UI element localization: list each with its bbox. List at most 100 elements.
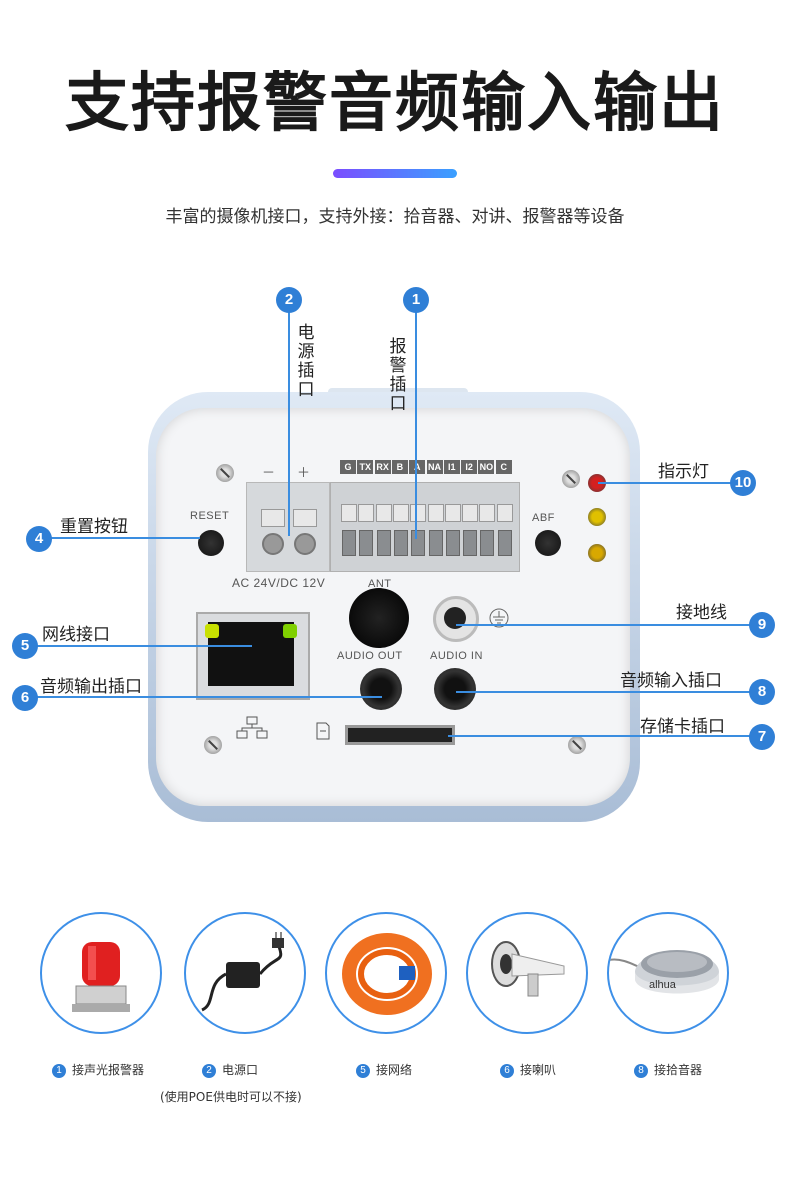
alarm-terminal-label: RX [374,460,391,474]
power-plus-hole[interactable] [294,533,316,555]
callout-number-8: 8 [749,679,775,705]
sd-card-slot[interactable] [345,725,455,745]
alarm-terminal-screw [341,504,357,522]
callout-number-1: 1 [403,287,429,313]
alarm-terminal-screw [358,504,375,522]
loudspeaker-icon [491,941,565,997]
ethernet-led-right [283,624,297,638]
callout-line-10 [598,482,732,484]
indicator-led-yellow [588,508,606,526]
accessory-alarm-light [40,912,162,1034]
callout-label-audio-in: 音频输入插口 [620,671,722,691]
callout-line-5 [36,645,252,647]
alarm-terminal-hole[interactable] [376,530,391,556]
abf-label: ABF [532,512,555,524]
network-icon [236,716,268,739]
audio-in-jack[interactable] [434,668,476,710]
ethernet-led-left [205,624,219,638]
power-minus-hole[interactable] [262,533,284,555]
accessory-microphone: alhua [607,912,729,1034]
alarm-terminal-screw [462,504,479,522]
alarm-terminal-hole[interactable] [428,530,443,556]
microphone-brand-logo: alhua [649,979,677,991]
alarm-terminal-hole[interactable] [445,530,460,556]
indicator-led-red [588,474,606,492]
power-plus-label: ＋ [297,465,311,480]
alarm-terminal-block [330,482,520,572]
audio-out-label: AUDIO OUT [337,650,403,662]
alarm-terminal-screw [479,504,496,522]
alarm-terminal-label: NO [478,460,495,474]
alarm-terminal-hole[interactable] [463,530,478,556]
alarm-terminal-label: C [495,460,512,474]
alarm-terminal-label: B [391,460,408,474]
power-spec-label: AC 24V/DC 12V [232,576,326,590]
alarm-terminal-hole[interactable] [480,530,495,556]
microphone-pickup-icon: alhua [609,950,719,994]
callout-line-1 [415,311,417,539]
accessory-power-adapter [184,912,306,1034]
alarm-terminal-hole[interactable] [393,530,408,556]
antenna-port[interactable] [349,588,409,648]
alarm-terminal-hole[interactable] [411,530,426,556]
alarm-terminal-screw [375,504,392,522]
alarm-terminal-screw [392,504,409,522]
alarm-terminal-hole[interactable] [342,530,356,556]
accessory-network-cable [325,912,447,1034]
callout-label-reset: 重置按钮 [60,517,128,537]
alarm-light-icon [72,942,130,1012]
callout-label-ground: 接地线 [676,603,727,623]
ethernet-socket [208,622,294,686]
callout-number-4: 4 [26,526,52,552]
alarm-terminal-screw [427,504,444,522]
alarm-terminal-label: TX [357,460,374,474]
callout-line-8 [456,691,752,693]
screw-icon [204,736,222,754]
callout-line-6 [36,696,382,698]
callout-label-alarm-port: 报警插口 [389,337,407,414]
callout-line-4 [50,537,200,539]
callout-number-10: 10 [730,470,756,496]
indicator-led-amber [588,544,606,562]
abf-button[interactable] [535,530,561,556]
alarm-terminal-label: G [340,460,356,474]
screw-icon [568,736,586,754]
page-subtitle: 丰富的摄像机接口，支持外接：拾音器、对讲、报警器等设备 [165,207,625,227]
sd-card-icon [316,722,330,740]
callout-label-indicator: 指示灯 [658,462,709,482]
callout-number-6: 6 [12,685,38,711]
alarm-terminal-label: I2 [461,460,478,474]
callout-number-2: 2 [276,287,302,313]
callout-number-9: 9 [749,612,775,638]
alarm-terminal-hole[interactable] [359,530,374,556]
screw-icon [216,464,234,482]
poe-note: (使用POE供电时可以不接) [160,1090,302,1104]
reset-button[interactable] [198,530,224,556]
callout-number-7: 7 [749,724,775,750]
audio-in-label: AUDIO IN [430,650,483,662]
callout-line-7 [448,735,752,737]
alarm-terminal-label: A [409,460,426,474]
callout-number-5: 5 [12,633,38,659]
accessory-loudspeaker [466,912,588,1034]
page-title: 支持报警音频输入输出 [65,67,725,141]
callout-label-power-port: 电源插口 [297,323,315,400]
power-adapter-icon [201,932,284,1012]
callout-line-2 [288,311,290,536]
title-underline [333,169,457,178]
alarm-terminal-label: I1 [443,460,460,474]
alarm-terminal-screw [444,504,461,522]
power-minus-label: － [262,465,276,480]
callout-label-sd-card: 存储卡插口 [640,717,725,737]
ground-symbol-icon [489,608,509,628]
callout-label-network: 网线接口 [42,625,110,645]
audio-out-jack[interactable] [360,668,402,710]
reset-label: RESET [190,510,230,522]
alarm-terminal-hole[interactable] [497,530,512,556]
alarm-terminal-label: NA [426,460,443,474]
alarm-terminal-screw [496,504,513,522]
